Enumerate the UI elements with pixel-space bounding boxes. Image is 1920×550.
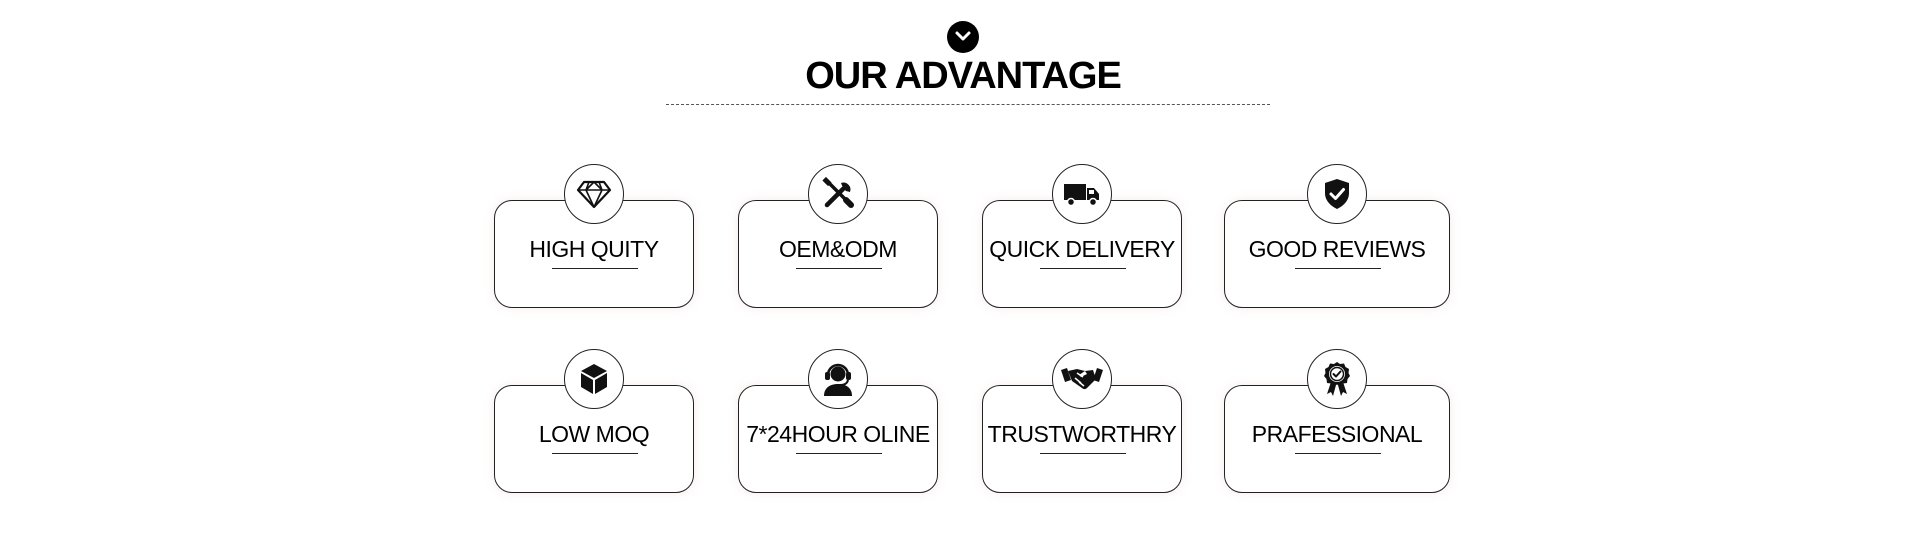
advantage-label: LOW MOQ [538,421,650,447]
icon-circle [808,164,868,224]
header-badge [947,21,979,53]
advantage-label: QUICK DELIVERY [989,236,1175,262]
advantage-label: TRUSTWORTHRY [987,421,1177,447]
chevron-down-icon [955,31,971,41]
box-icon [581,364,607,394]
label-underline [1295,268,1381,269]
truck-icon [1064,184,1099,207]
award-badge-icon [1324,362,1350,396]
label-underline [552,453,638,454]
title-divider [666,104,1270,105]
icon-circle [1052,349,1112,409]
tools-icon [822,177,854,208]
label-underline [796,268,882,269]
advantage-label: HIGH QUITY [529,236,659,262]
advantage-label: 7*24HOUR OLINE [746,421,930,447]
label-underline [1040,453,1126,454]
advantage-card-24h-online: 7*24HOUR OLINE [738,385,938,493]
advantage-card-good-reviews: GOOD REVIEWS [1224,200,1450,308]
icon-circle [564,164,624,224]
headset-icon [824,363,852,396]
icon-circle [1052,164,1112,224]
label-underline [552,268,638,269]
label-underline [1295,453,1381,454]
advantage-label: GOOD REVIEWS [1248,236,1426,262]
advantage-card-professional: PRAFESSIONAL [1224,385,1450,493]
shield-check-icon [1325,179,1349,209]
label-underline [1040,268,1126,269]
icon-circle [1307,164,1367,224]
diamond-icon [576,180,612,209]
advantage-label: PRAFESSIONAL [1251,421,1423,447]
advantage-label: OEM&ODM [779,236,897,262]
icon-circle [808,349,868,409]
handshake-icon [1061,368,1103,390]
page-title: OUR ADVANTAGE [805,55,1122,97]
icon-circle [564,349,624,409]
label-underline [796,453,882,454]
icon-circle [1307,349,1367,409]
